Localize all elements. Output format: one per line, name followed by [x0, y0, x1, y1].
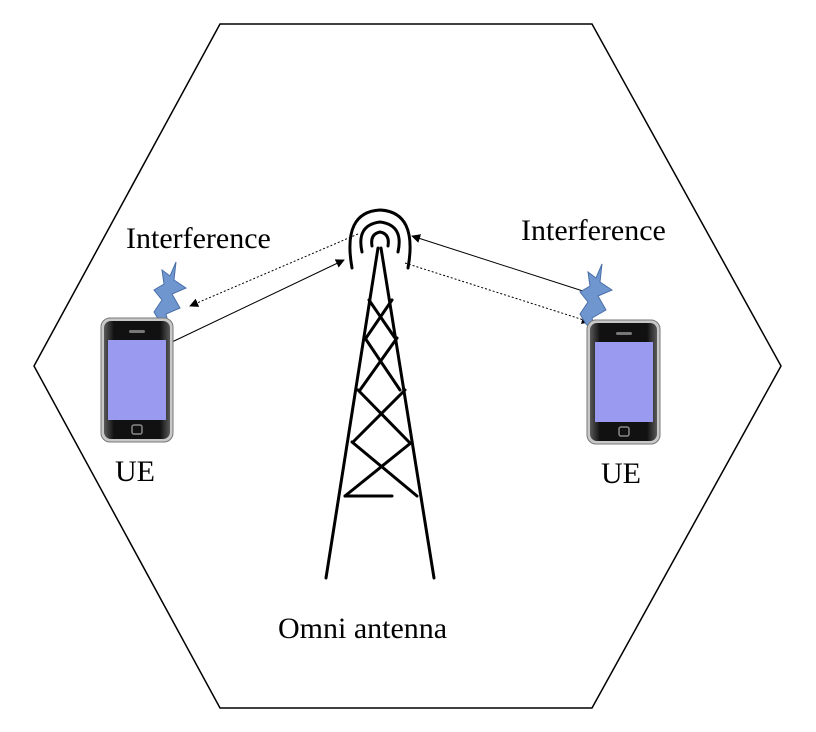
ue-label-left: UE: [115, 455, 155, 488]
interference-link-right: [404, 262, 591, 324]
ue-label-right: UE: [601, 457, 641, 490]
interference-link-left: [189, 233, 359, 307]
cell-hexagon: [33, 23, 782, 709]
interference-burst-icon: [579, 263, 614, 334]
uplink-left: [171, 259, 345, 343]
interference-label-left: Interference: [126, 222, 271, 255]
interference-label-right: Interference: [521, 214, 666, 247]
radio-wave-icon: [348, 208, 412, 270]
uplink-right: [411, 234, 587, 293]
antenna-tower-icon: [324, 246, 436, 580]
smartphone-icon: [100, 317, 174, 443]
antenna-label: Omni antenna: [278, 612, 448, 645]
smartphone-icon: [586, 319, 661, 445]
